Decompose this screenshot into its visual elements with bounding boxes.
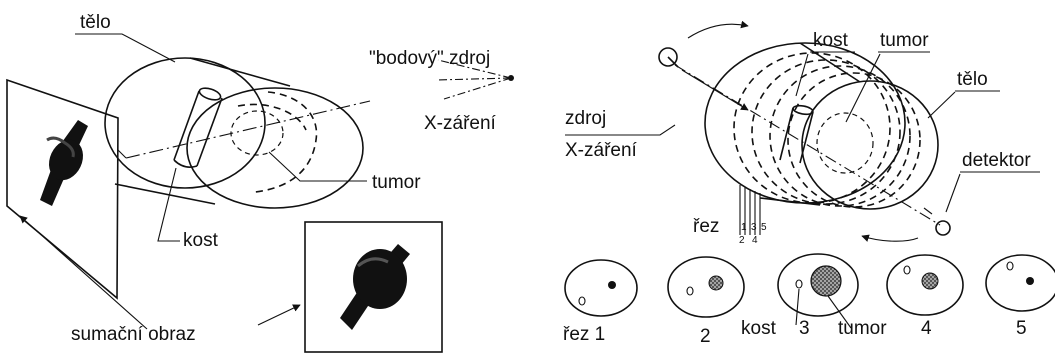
slice-tumor-label: tumor bbox=[838, 318, 887, 339]
slice-index-1: 1 bbox=[741, 222, 747, 233]
scan-source-label: zdroj bbox=[565, 108, 606, 129]
xray-source bbox=[659, 24, 748, 67]
body-cylinder bbox=[105, 58, 370, 208]
bone-label: kost bbox=[183, 230, 219, 251]
slice-4-label: 4 bbox=[921, 318, 932, 339]
scanned-body bbox=[675, 43, 940, 225]
detector bbox=[862, 208, 950, 241]
slice-3 bbox=[778, 254, 858, 316]
slice-3-label: 3 bbox=[799, 318, 810, 339]
slice-index-5: 5 bbox=[761, 222, 767, 233]
slice-index-2: 2 bbox=[739, 235, 745, 246]
slice-1-label: řez 1 bbox=[563, 324, 605, 345]
slice-2-label: 2 bbox=[700, 326, 711, 347]
slice-4 bbox=[887, 255, 963, 315]
slice-label: řez bbox=[693, 216, 719, 237]
scan-tumor-label: tumor bbox=[880, 30, 929, 51]
summation-inset bbox=[305, 222, 442, 352]
scan-bone-label: kost bbox=[813, 30, 849, 51]
left-panel: tělo "bodový" zdroj X-záření tumor kost … bbox=[7, 12, 514, 352]
summation-label: sumační obraz bbox=[71, 324, 196, 345]
xray-label: X-záření bbox=[424, 113, 497, 134]
source-label: "bodový" zdroj bbox=[369, 48, 490, 69]
slice-5 bbox=[986, 255, 1055, 311]
slice-2 bbox=[668, 257, 744, 317]
slice-index-4: 4 bbox=[752, 235, 758, 246]
slice-index-3: 3 bbox=[751, 222, 757, 233]
summation-image-blob bbox=[40, 120, 89, 206]
slice-1 bbox=[565, 260, 637, 316]
right-panel: kost tumor tělo zdroj X-záření detektor … bbox=[565, 24, 1040, 246]
scan-body-label: tělo bbox=[957, 69, 988, 90]
body-label: tělo bbox=[80, 12, 111, 33]
slice-5-label: 5 bbox=[1016, 318, 1027, 339]
left-leader-lines bbox=[20, 34, 367, 329]
slice-bone-label: kost bbox=[741, 318, 777, 339]
summation-screen bbox=[7, 80, 118, 298]
detector-label: detektor bbox=[962, 150, 1031, 171]
tumor-label: tumor bbox=[372, 172, 421, 193]
scan-xray-label: X-záření bbox=[565, 140, 638, 161]
bone-cylinder bbox=[174, 86, 222, 167]
slice-row: řez 1 2 3 4 5 kost tumor bbox=[563, 254, 1055, 347]
